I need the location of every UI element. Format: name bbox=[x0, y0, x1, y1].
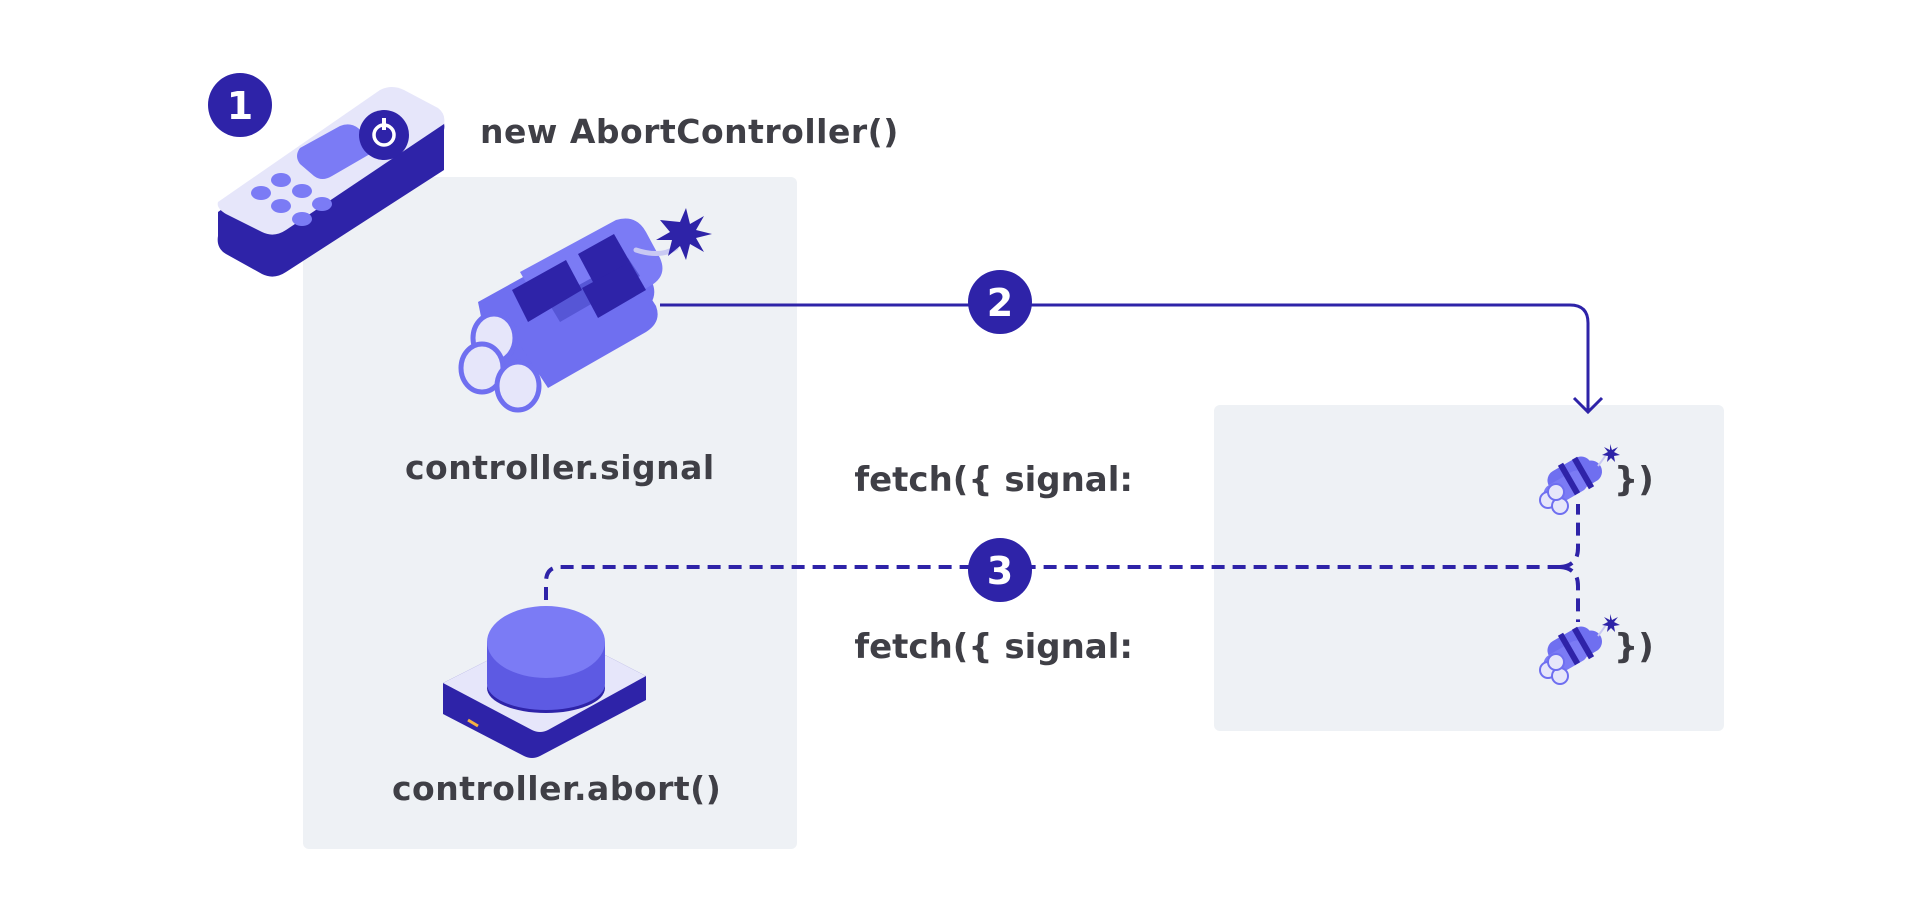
remote-control-icon bbox=[217, 87, 445, 277]
controller-signal-label: controller.signal bbox=[405, 448, 715, 487]
step-badge-2: 2 bbox=[968, 270, 1032, 334]
fetch-call-2-prefix: fetch({ signal: bbox=[854, 627, 1133, 667]
abort-controller-label: new AbortController() bbox=[480, 112, 899, 151]
step-2-number: 2 bbox=[987, 281, 1013, 325]
abort-branch-down bbox=[1559, 565, 1580, 622]
controller-abort-label: controller.abort() bbox=[392, 769, 722, 808]
controller-panel bbox=[303, 177, 797, 849]
step-3-number: 3 bbox=[987, 549, 1013, 593]
fetch-call-1-prefix: fetch({ signal: bbox=[854, 460, 1133, 500]
step-1-number: 1 bbox=[227, 84, 253, 128]
step-badge-3: 3 bbox=[968, 538, 1032, 602]
signal-arrow bbox=[660, 303, 1590, 410]
fetch-call-2-suffix: }) bbox=[1614, 627, 1654, 667]
step-badge-1: 1 bbox=[208, 73, 272, 137]
signal-arrowhead bbox=[1572, 396, 1604, 415]
detonator-button-icon bbox=[443, 606, 646, 758]
fetch-call-1-suffix: }) bbox=[1614, 460, 1654, 500]
abort-dashed-line bbox=[544, 565, 1560, 600]
dynamite-icon bbox=[458, 208, 712, 413]
